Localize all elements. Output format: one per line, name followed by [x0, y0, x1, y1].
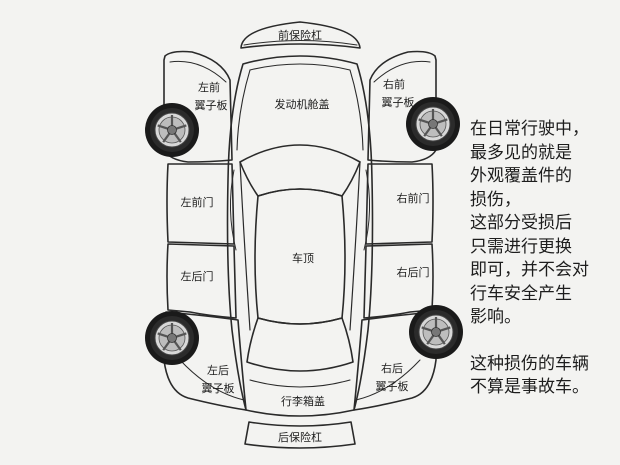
left-rear-door-panel: [166, 243, 237, 319]
right-rear-door-label: 右后门: [397, 265, 430, 279]
right-front-fender-label-line1: 右前: [383, 77, 405, 91]
caption-line: 损伤，: [470, 189, 521, 210]
left-front-door-label: 左前门: [181, 195, 214, 209]
left-front-wheel: [143, 101, 201, 159]
hood-label: 发动机舱盖: [275, 97, 330, 111]
left-rear-fender-panel: [163, 311, 247, 411]
right-rear-wheel: [407, 303, 465, 361]
right-rear-fender-label-line1: 右后: [381, 361, 403, 375]
caption-line: 外观覆盖件的: [470, 166, 572, 186]
right-rear-fender-panel: [353, 311, 437, 411]
front-bumper-label: 前保险杠: [278, 28, 322, 42]
front-bumper-panel: [240, 21, 361, 49]
left-front-fender-panel: [163, 50, 233, 163]
right-front-door-label: 右前门: [397, 191, 430, 205]
left-rear-fender-label-line1: 左后: [207, 364, 229, 377]
caption-line: 影响。: [470, 307, 521, 327]
caption-line: 最多见的就是: [470, 142, 572, 163]
roof-label: 车顶: [292, 251, 314, 265]
left-front-fender-label-line2: 翼子板: [195, 98, 228, 112]
rear-window: [246, 317, 354, 372]
caption-line: 不算是事故车。: [470, 377, 589, 397]
right-front-fender-panel: [367, 50, 437, 163]
explanation-text: 在日常行驶中， 最多见的就是 外观覆盖件的 损伤， 这部分受损后 只需进行更换 …: [470, 118, 618, 400]
left-front-fender-label-line1: 左前: [198, 80, 220, 94]
rear-bumper-panel: [244, 421, 356, 449]
caption-line: 这部分受损后: [470, 213, 572, 233]
right-rear-door-panel: [363, 243, 434, 319]
left-rear-door-label: 左后门: [181, 269, 214, 283]
left-rear-wheel: [143, 309, 201, 367]
caption-line: 即可，并不会对: [470, 260, 589, 280]
caption-line: 这种损伤的车辆: [470, 353, 589, 374]
caption-line: 只需进行更换: [470, 236, 572, 257]
left-front-door-panel: [166, 163, 235, 245]
trunk-label: 行李箱盖: [281, 394, 325, 408]
left-rear-fender-label-line2: 翼子板: [202, 381, 235, 395]
right-front-door-panel: [365, 163, 434, 245]
rear-bumper-label: 后保险杠: [278, 430, 322, 444]
right-rear-fender-label-line2: 翼子板: [376, 379, 409, 393]
caption-line: 行车安全产生: [470, 283, 572, 304]
right-front-fender-label-line2: 翼子板: [382, 95, 415, 109]
caption-line: 在日常行驶中，: [470, 119, 589, 139]
